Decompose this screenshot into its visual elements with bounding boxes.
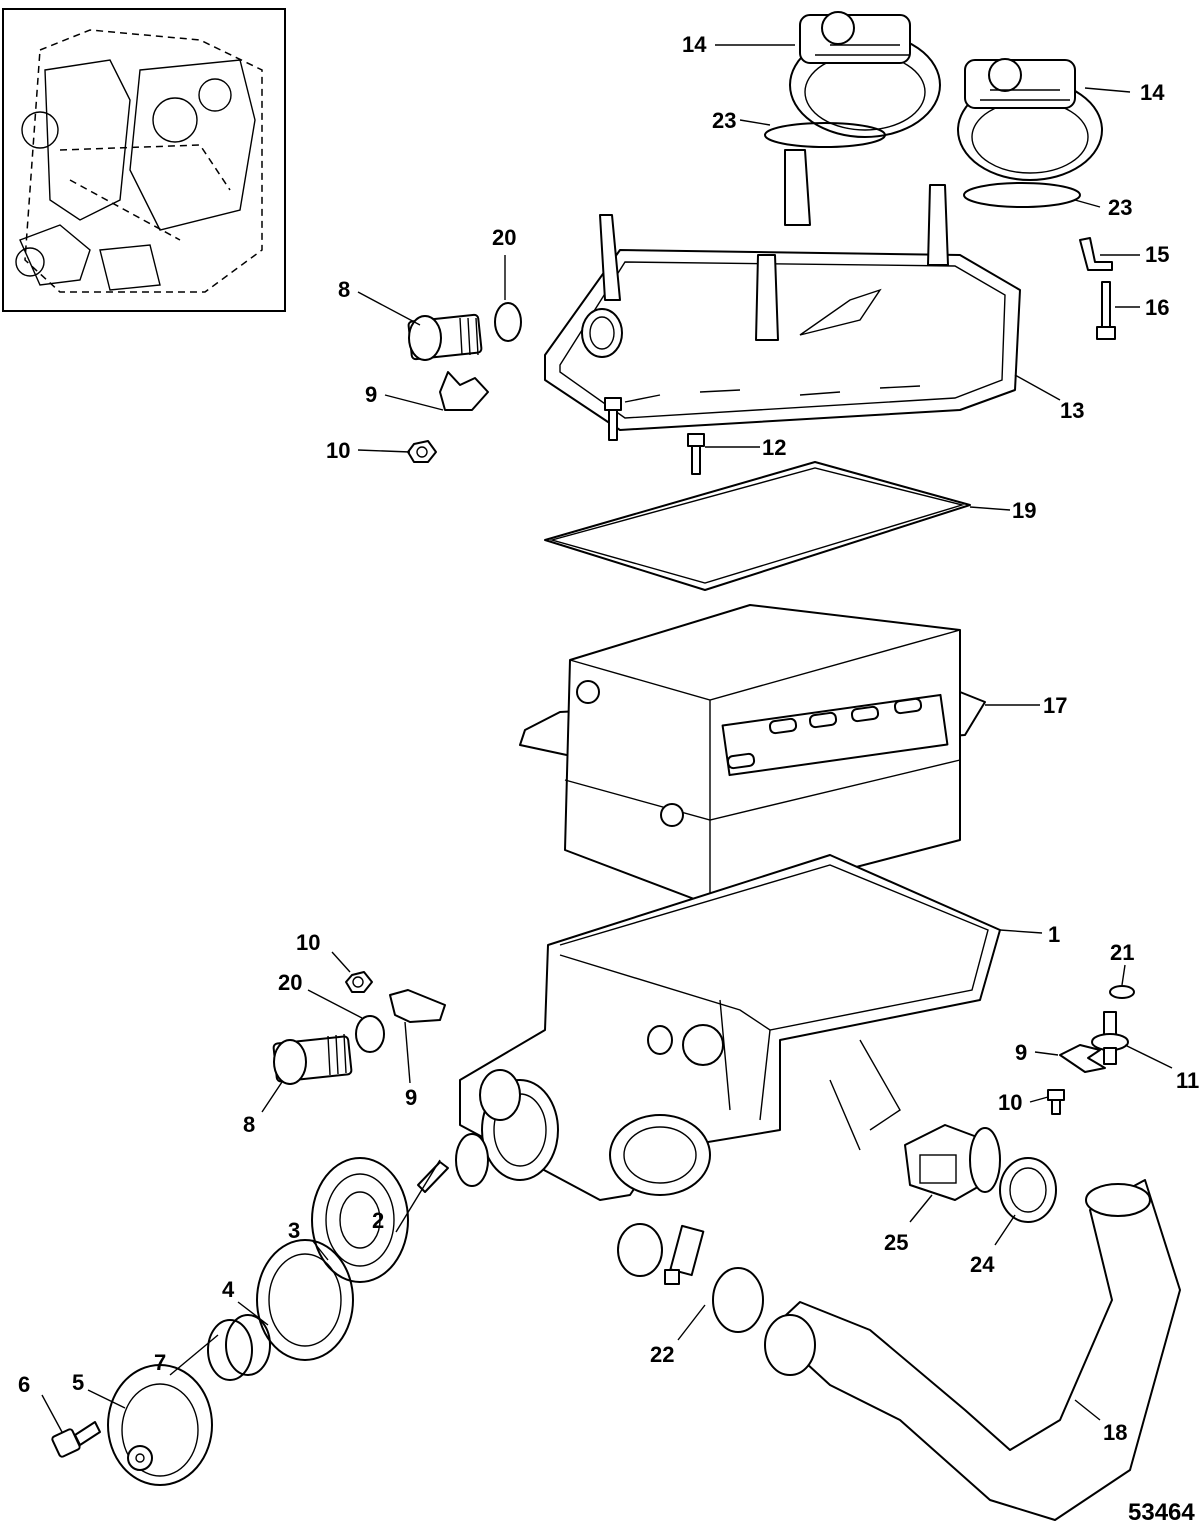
o-ring-7-a (207, 1319, 253, 1381)
o-ring-23-right (963, 182, 1081, 208)
callout-2: 2 (372, 1208, 384, 1233)
callout-23-right: 23 (1108, 195, 1132, 220)
throttle-body-right (957, 58, 1103, 181)
callout-19: 19 (1012, 498, 1036, 523)
gasket-19 (544, 461, 971, 591)
seal-20-lower (355, 1015, 385, 1053)
callout-8-lower: 8 (243, 1112, 255, 1137)
cover-5 (107, 1364, 213, 1486)
callout-14-right: 14 (1140, 80, 1165, 105)
bolt-10-right (1047, 1089, 1065, 1115)
callout-24: 24 (970, 1252, 995, 1277)
o-ring-23-left (764, 122, 886, 148)
nut-10-lower (345, 971, 373, 993)
engine-locator-inset (2, 8, 286, 312)
shaft-2 (417, 1133, 489, 1193)
screw-6 (51, 1421, 101, 1458)
leader-lines (41, 44, 1173, 1433)
retainer-9-lower (389, 989, 446, 1023)
reference-number: 53464 (1128, 1499, 1195, 1526)
callout-20-upper: 20 (492, 225, 516, 250)
callout-21: 21 (1110, 940, 1134, 965)
callout-7: 7 (154, 1350, 166, 1375)
retainer-9-upper (439, 371, 489, 411)
sensor-22 (664, 1224, 764, 1333)
manifold-cover (544, 149, 1021, 431)
coupler-24 (999, 1157, 1057, 1223)
stud-16 (1096, 281, 1116, 340)
o-ring-7-b (225, 1314, 271, 1376)
callout-8-upper: 8 (338, 277, 350, 302)
bracket-15 (1079, 237, 1113, 271)
callout-12: 12 (762, 435, 786, 460)
callout-15: 15 (1145, 242, 1169, 267)
seal-20-upper (494, 302, 522, 342)
hose-fitting-8-lower (272, 1033, 353, 1085)
callout-25: 25 (884, 1230, 908, 1255)
seal-21 (1109, 985, 1135, 999)
actuator-25 (904, 1124, 1001, 1201)
hose-fitting-8-upper (407, 313, 483, 361)
intercooler-core (519, 604, 986, 906)
callout-3: 3 (288, 1218, 300, 1243)
callout-10-right: 10 (998, 1090, 1022, 1115)
bolt-12-right (687, 433, 705, 475)
hose-18 (764, 1179, 1181, 1521)
callout-labels: 1 2 3 4 5 6 7 8 8 9 9 9 10 10 10 11 12 1… (18, 32, 1199, 1526)
bolt-12-left (604, 397, 622, 441)
callout-10-upper: 10 (326, 438, 350, 463)
callout-23-left: 23 (712, 108, 736, 133)
callout-4: 4 (222, 1277, 235, 1302)
callout-13: 13 (1060, 398, 1084, 423)
manifold-base (459, 854, 1001, 1277)
callout-6: 6 (18, 1372, 30, 1397)
callout-11: 11 (1176, 1068, 1199, 1093)
gasket-4 (256, 1239, 354, 1361)
callout-14-left: 14 (682, 32, 707, 57)
callout-16: 16 (1145, 295, 1169, 320)
callout-9-upper: 9 (365, 382, 377, 407)
nut-10-upper (407, 440, 437, 463)
callout-9-right: 9 (1015, 1040, 1027, 1065)
housing-3 (311, 1157, 409, 1283)
callout-22: 22 (650, 1342, 674, 1367)
throttle-body-left (789, 11, 941, 138)
callout-5: 5 (72, 1370, 84, 1395)
callout-18: 18 (1103, 1420, 1127, 1445)
callout-20-lower: 20 (278, 970, 302, 995)
retainer-9-right (1059, 1044, 1106, 1073)
callout-9-lower: 9 (405, 1085, 417, 1110)
sensor-11 (1091, 1011, 1129, 1065)
callout-10-lower: 10 (296, 930, 320, 955)
callout-1: 1 (1048, 922, 1060, 947)
callout-17: 17 (1043, 693, 1067, 718)
